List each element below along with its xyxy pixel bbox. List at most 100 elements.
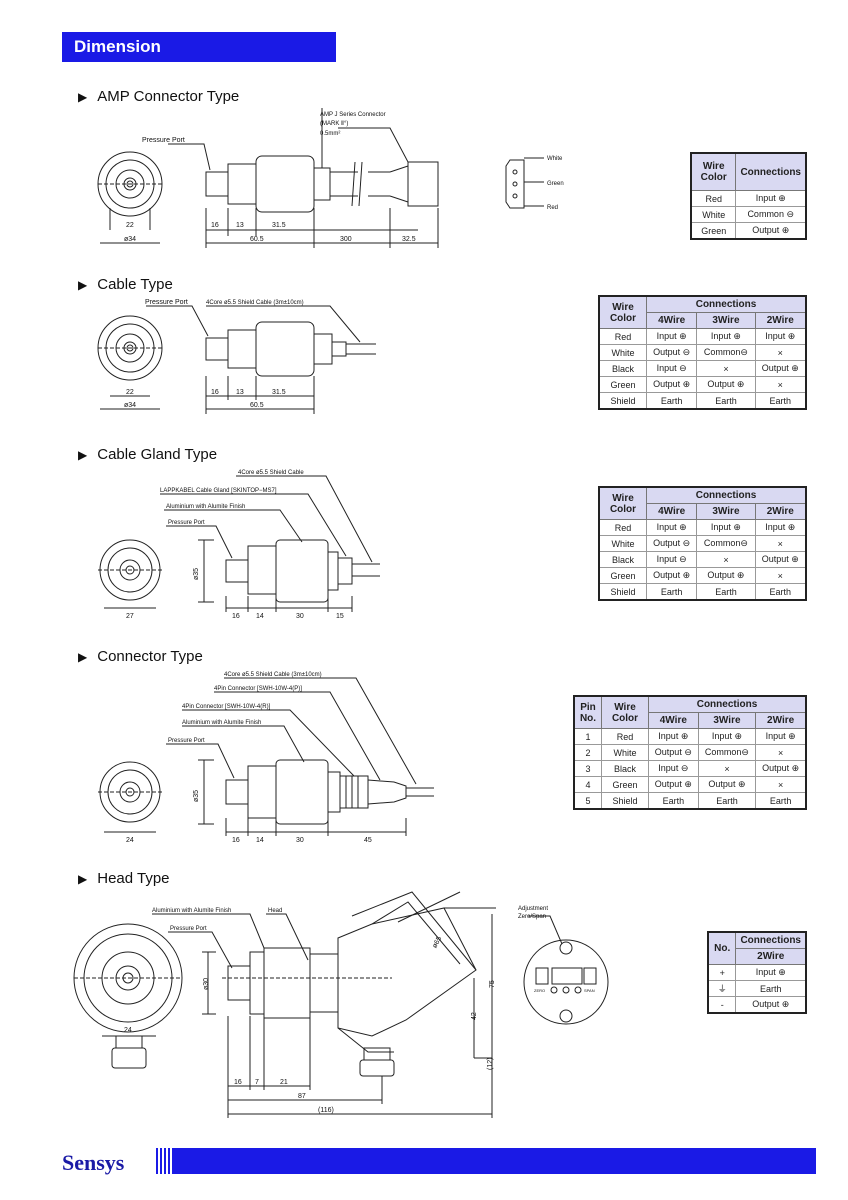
- cell: Output ⊕: [696, 567, 756, 584]
- head-th-conn: Connections: [735, 931, 807, 949]
- gland-gland-label: LAPPKABEL Cable Gland [SKINTOP−MS7]: [160, 488, 277, 494]
- cell: Earth: [696, 583, 756, 601]
- cable-dim-315: 31.5: [272, 389, 286, 396]
- sensys-logo: Sensys: [62, 1150, 125, 1175]
- head-drawing: Aluminium with Alumite Finish Head Press…: [73, 891, 609, 1118]
- head-dim-7: 7: [255, 1079, 259, 1086]
- amp-dim-605: 60.5: [250, 236, 264, 243]
- cell: Earth: [697, 792, 757, 810]
- table-row: +Input ⊕: [707, 964, 807, 981]
- cell: Input ⊕: [645, 328, 698, 345]
- head-dim-75: 75: [489, 980, 496, 988]
- cell: -: [707, 996, 737, 1014]
- cell: White: [601, 744, 649, 761]
- gland-th-2wire: 2Wire: [754, 503, 807, 520]
- cable-th-conn: Connections: [646, 295, 807, 313]
- connector-th-3wire: 3Wire: [697, 712, 757, 729]
- section-title-amp-text: AMP Connector Type: [97, 88, 240, 105]
- cell: 1: [573, 728, 602, 745]
- cell: Output ⊕: [754, 551, 807, 568]
- head-dim-87: 87: [298, 1093, 306, 1100]
- cell: Input ⊕: [735, 964, 807, 981]
- cell: Earth: [696, 392, 756, 410]
- section-title-connector: ▶ Connector Type: [78, 648, 203, 665]
- cell: Green: [690, 222, 737, 240]
- amp-connector-label: AMP J Series Connector: [320, 112, 386, 118]
- cable-dim-13: 13: [236, 389, 244, 396]
- head-th-2wire: 2Wire: [735, 948, 807, 965]
- cell: Input ⊕: [648, 728, 699, 745]
- connector-dim-16: 16: [232, 837, 240, 844]
- cell: Input ⊕: [735, 190, 807, 207]
- cell: Output ⊕: [735, 222, 807, 240]
- cell: Input ⊕: [645, 519, 698, 536]
- amp-dim-13: 13: [236, 222, 244, 229]
- cell: Earth: [645, 392, 698, 410]
- connector-drawing: 4Core ø5.5 Shield Cable (3m±10cm) 4Pin C…: [98, 672, 434, 844]
- amp-dim-16: 16: [211, 222, 219, 229]
- cell: White: [690, 206, 737, 223]
- cell: Green: [601, 776, 649, 793]
- cell: Red: [601, 728, 649, 745]
- head-dim-12: (12): [487, 1058, 494, 1070]
- cell: Red: [598, 519, 647, 536]
- head-dim-65: ø65: [431, 935, 443, 949]
- head-dim-16: 16: [234, 1079, 242, 1086]
- cell: Earth: [648, 792, 699, 810]
- triangle-bullet-icon: ▶: [78, 650, 88, 664]
- section-title-gland-text: Cable Gland Type: [97, 446, 218, 463]
- connector-r-conn-label: 4Pin Connector [SWH-10W-4(R)]: [182, 704, 271, 710]
- section-title-cable-text: Cable Type: [97, 276, 173, 293]
- amp-dim-300: 300: [340, 236, 352, 243]
- section-title-cable: ▶Cable Type: [78, 276, 173, 293]
- cable-th-3wire: 3Wire: [696, 312, 756, 329]
- cell: Input ⊕: [696, 328, 756, 345]
- connector-dim-35: ø35: [193, 790, 200, 802]
- table-row: -Output ⊕: [707, 996, 807, 1014]
- head-dim-21: 21: [280, 1079, 288, 1086]
- head-head-label: Head: [268, 908, 282, 914]
- cell: Earth: [735, 980, 807, 997]
- amp-dim-34: ø34: [124, 236, 136, 243]
- cable-dim-605: 60.5: [250, 402, 264, 409]
- section-title-head-text: Head Type: [97, 870, 170, 887]
- cell: ×: [754, 567, 807, 584]
- gland-dim-14: 14: [256, 613, 264, 620]
- cell: Shield: [601, 792, 649, 810]
- amp-th-wire: Wire Color: [690, 152, 737, 191]
- head-dim-30: ø30: [203, 978, 210, 990]
- gland-cable-label: 4Core ø5.5 Shield Cable: [238, 470, 304, 476]
- table-row: ⏚Earth: [707, 980, 807, 997]
- page-header: Dimension: [62, 32, 336, 62]
- head-span-label: SPAN: [584, 988, 595, 993]
- cell: +: [707, 964, 737, 981]
- cell: ×: [696, 360, 756, 377]
- cell: Output ⊕: [755, 760, 807, 777]
- section-title-connector-text: Connector Type: [97, 648, 203, 665]
- head-pressure-port-label: Pressure Port: [170, 926, 207, 932]
- connector-dim-30: 30: [296, 837, 304, 844]
- cell: Common⊖: [696, 344, 756, 361]
- cell: Green: [598, 376, 647, 393]
- cell: Input ⊖: [645, 551, 698, 568]
- amp-dim-315: 31.5: [272, 222, 286, 229]
- cell: 3: [573, 760, 602, 777]
- cell: ×: [754, 344, 807, 361]
- amp-mark-label: (MARK Ⅱ°): [320, 121, 348, 127]
- connector-alu-label: Aluminium with Alumite Finish: [182, 720, 261, 726]
- connector-dim-24: 24: [126, 837, 134, 844]
- cell: Earth: [645, 583, 698, 601]
